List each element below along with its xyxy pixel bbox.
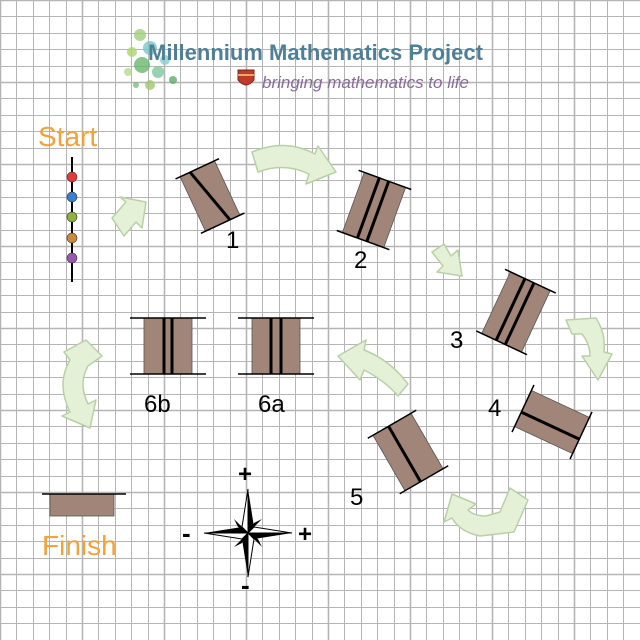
strip-step-1	[175, 157, 245, 235]
strip-step-2	[336, 169, 412, 251]
start-string-with-beads	[66, 157, 78, 282]
bead-blue	[66, 191, 78, 203]
finish-label: Finish	[42, 530, 117, 561]
step-label-1: 1	[226, 227, 239, 254]
logo-tagline: bringing mathematics to life	[262, 73, 469, 92]
step-label-6b: 6b	[144, 391, 171, 418]
strip-finish	[42, 493, 126, 517]
compass-minus-bottom: -	[241, 570, 250, 600]
flow-arrow-2-to-3	[431, 243, 463, 277]
bead-orange	[66, 232, 78, 244]
step-label-3: 3	[450, 327, 463, 354]
strip-step-3	[475, 268, 557, 356]
flow-arrow-1-to-2	[251, 144, 337, 185]
fractal-tree-icon	[124, 29, 177, 90]
logo-title: Millennium Mathematics Project	[148, 40, 484, 65]
strip-step-4	[511, 384, 593, 460]
bead-green	[66, 211, 78, 223]
start-label: Start	[38, 121, 97, 152]
strip-step-6a	[238, 317, 314, 375]
step-label-4: 4	[488, 395, 501, 422]
strip-step-6b	[130, 317, 206, 375]
step-label-2: 2	[354, 247, 367, 274]
flow-arrow-6b-to-finish	[61, 339, 103, 429]
step-label-5: 5	[350, 484, 363, 511]
compass-plus-right: +	[298, 521, 312, 548]
university-crest-icon	[237, 69, 255, 86]
flow-arrow-start-to-1	[111, 196, 147, 237]
strip-step-5	[367, 409, 449, 495]
flow-arrow-5-to-6a	[337, 339, 409, 397]
mmp-logo: Millennium Mathematics Project bringing …	[124, 29, 484, 92]
compass-rose-icon	[203, 488, 293, 578]
step-label-6a: 6a	[258, 391, 285, 418]
compass-minus-left: -	[182, 518, 191, 548]
flow-arrow-3-to-4	[565, 317, 613, 381]
flow-arrow-4-to-5	[443, 487, 529, 537]
compass-plus-top: +	[238, 461, 252, 488]
bead-purple	[66, 252, 78, 264]
bead-red	[66, 171, 78, 183]
